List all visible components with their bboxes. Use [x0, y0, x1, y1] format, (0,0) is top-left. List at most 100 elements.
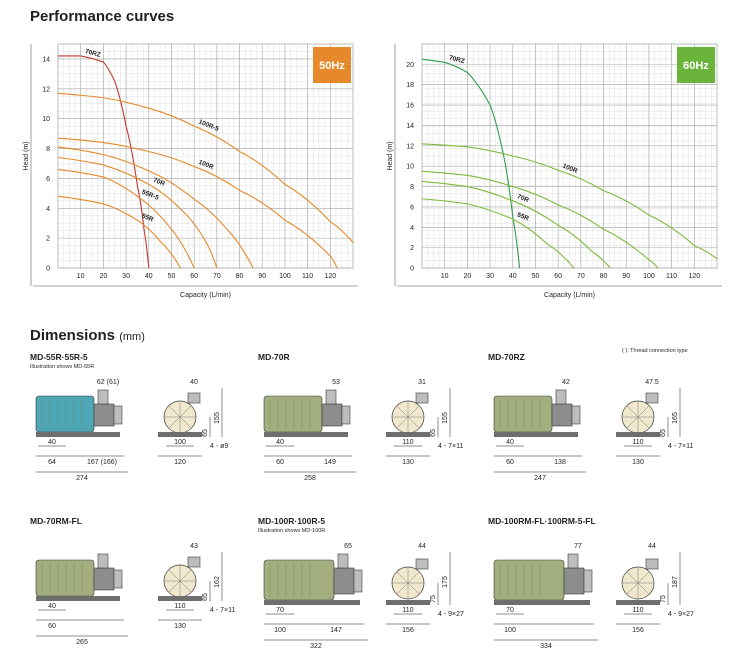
y-tick-label: 12 [42, 86, 50, 93]
y-tick-label: 10 [406, 164, 414, 171]
y-tick-label: 18 [406, 82, 414, 89]
dim-r-b: 130 [402, 459, 414, 466]
x-tick-label: 120 [688, 273, 700, 280]
dim-h1: 65 [660, 429, 667, 437]
impeller-vane [179, 405, 192, 418]
suction-port [113, 569, 123, 589]
model-subtitle: Illustration shows MD-55R [30, 364, 95, 370]
dim-r-b: 120 [174, 459, 186, 466]
dim-h2: 162 [214, 576, 221, 588]
y-tick-label: 10 [42, 116, 50, 123]
curve-label: 70R [152, 177, 166, 188]
curve-70R [57, 156, 218, 269]
x-tick-label: 90 [258, 273, 266, 280]
front-discharge [645, 392, 659, 404]
front-base [386, 600, 430, 605]
impeller-vane [396, 582, 409, 595]
pump-casing [93, 567, 115, 591]
dim-h2: 155 [442, 412, 449, 424]
x-tick-label: 80 [236, 273, 244, 280]
impeller-vane [637, 582, 650, 595]
dim-total: 258 [304, 475, 316, 482]
x-tick-label: 80 [600, 273, 608, 280]
dim-mid-c: 147 [330, 627, 342, 634]
dimensions-title: Dimensions (mm) [30, 327, 145, 344]
y-tick-label: 2 [46, 236, 50, 243]
dim-top-right: 31 [418, 379, 426, 386]
impeller-vane [179, 569, 192, 582]
dim-total: 322 [310, 643, 322, 650]
dim-r-b: 130 [174, 623, 186, 630]
front-discharge [645, 558, 659, 570]
y-tick-label: 4 [46, 206, 50, 213]
y-tick-label: 14 [42, 56, 50, 63]
motor-body [35, 395, 95, 433]
dim-bolt: 4 - ø9 [210, 443, 228, 450]
dim-h2: 187 [672, 576, 679, 588]
discharge-port [325, 389, 337, 405]
dim-bolt: 4 - 7×11 [210, 607, 235, 614]
impeller-vane [407, 571, 420, 584]
x-tick-label: 40 [145, 273, 153, 280]
x-tick-label: 120 [324, 273, 336, 280]
curve-100R [57, 137, 338, 269]
dim-r-a: 100 [174, 439, 186, 446]
dim-top-right: 44 [648, 543, 656, 550]
dim-mid-c: 138 [554, 459, 566, 466]
impeller-vane [637, 416, 650, 429]
dim-mid-b: 60 [506, 459, 514, 466]
model-subtitle: Illustration shows MD-100R [258, 528, 326, 534]
model-title: MD-100R·100R-5 [258, 516, 326, 526]
dim-mid-a: 40 [276, 439, 284, 446]
y-axis-label: Head (m) [23, 141, 30, 170]
suction-port [113, 405, 123, 425]
curve-label: 55R [141, 213, 155, 224]
dim-mid-a: 40 [48, 439, 56, 446]
impeller-vane [637, 571, 650, 584]
pump-casing [551, 403, 573, 427]
motor-body [493, 559, 565, 601]
curve-55R [421, 198, 575, 269]
impeller-vane [626, 405, 639, 418]
x-tick-label: 50 [168, 273, 176, 280]
y-tick-label: 0 [46, 266, 50, 273]
suction-port [353, 569, 363, 593]
dim-total: 334 [540, 643, 552, 650]
dim-top-right: 47.5 [645, 379, 659, 386]
dim-bolt: 4 - 9×27 [438, 611, 464, 618]
dim-h2: 175 [442, 576, 449, 588]
dim-bolt: 4 - 9×27 [668, 611, 694, 618]
impeller-vane [168, 416, 181, 429]
dim-top-left: 53 [332, 379, 340, 386]
pump-casing [563, 567, 585, 595]
x-tick-label: 60 [190, 273, 198, 280]
x-tick-label: 110 [302, 273, 313, 280]
y-tick-label: 2 [410, 245, 414, 252]
y-tick-label: 16 [406, 103, 414, 110]
x-tick-label: 10 [441, 273, 449, 280]
impeller-vane [407, 416, 420, 429]
dim-mid-c: 149 [324, 459, 336, 466]
x-tick-label: 70 [213, 273, 221, 280]
dim-mid-a: 70 [276, 607, 284, 614]
base-plate [494, 600, 590, 605]
dim-top-right: 44 [418, 543, 426, 550]
model-title: MD-70R [258, 352, 290, 362]
dim-mid-b: 60 [48, 623, 56, 630]
impeller-vane [626, 571, 639, 584]
x-tick-label: 60 [554, 273, 562, 280]
impeller-vane [179, 580, 192, 593]
hz-badge-label: 60Hz [683, 60, 709, 72]
front-discharge [187, 392, 201, 404]
impeller-vane [407, 405, 420, 418]
impeller-vane [396, 405, 409, 418]
x-tick-label: 30 [122, 273, 130, 280]
dim-h1: 75 [660, 595, 667, 603]
impeller-vane [626, 416, 639, 429]
dim-h1: 65 [202, 429, 209, 437]
